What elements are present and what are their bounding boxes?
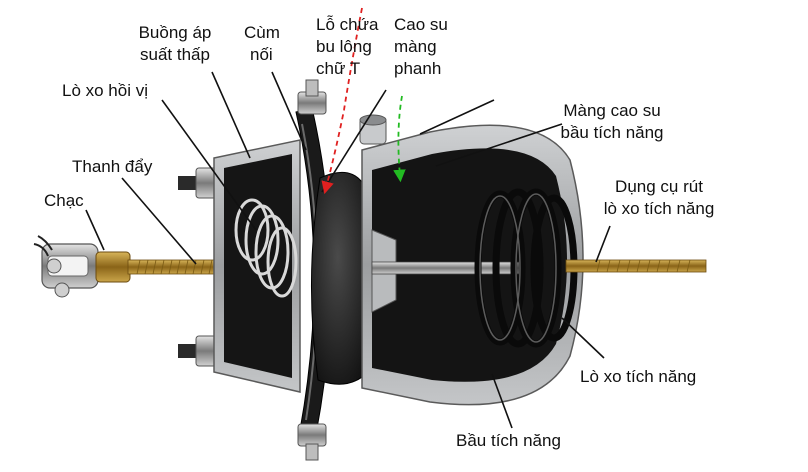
leader-lines xyxy=(85,71,611,429)
label-line: Cùm xyxy=(244,23,280,42)
label-lo-chua-bu-long: Lỗ chứa bu lông chữ T xyxy=(316,14,378,80)
label-line: nối xyxy=(250,45,273,64)
clevis-fork xyxy=(33,235,131,298)
push-rod-thread xyxy=(136,259,213,275)
return-spring xyxy=(234,198,298,298)
service-diaphragm xyxy=(310,171,371,385)
label-bau-tich-nang: Bầu tích năng xyxy=(456,431,561,450)
label-lo-xo-hoi-vi: Lò xo hồi vị xyxy=(62,81,148,100)
label-line: suất thấp xyxy=(140,45,210,64)
label-line: chữ T xyxy=(316,59,361,78)
label-line: Dụng cụ rút xyxy=(615,177,703,196)
power-spring-highlight xyxy=(479,193,557,343)
label-line: bu lông xyxy=(316,37,372,56)
label-cum-noi: Cùm nối xyxy=(244,22,280,66)
label-cao-su-mang-phanh: Cao su màng phanh xyxy=(394,14,448,80)
green-arrow-to-diaphragm xyxy=(393,95,406,183)
label-line: Màng cao su xyxy=(563,101,661,120)
label-line: Lỗ chứa xyxy=(316,15,379,34)
red-arrow-to-bolt-hole xyxy=(321,7,363,195)
label-line: bầu tích năng xyxy=(560,123,664,142)
label-line: Buồng áp xyxy=(138,23,212,42)
release-tool-bolt xyxy=(565,259,707,273)
label-mang-cao-su-bau-tich-nang: Màng cao su bầu tích năng xyxy=(546,100,678,144)
label-thanh-day: Thanh đẩy xyxy=(72,157,153,176)
label-line: màng xyxy=(394,37,437,56)
label-line: Cao su xyxy=(394,15,448,34)
label-buong-ap-suat-thap: Buồng áp suất thấp xyxy=(122,22,228,66)
release-tool-thread xyxy=(596,259,691,273)
label-lo-xo-tich-nang: Lò xo tích năng xyxy=(580,367,697,386)
power-spring xyxy=(474,188,578,348)
label-dung-cu-rut-lo-xo: Dụng cụ rút lò xo tích năng xyxy=(584,176,734,220)
label-chac: Chạc xyxy=(44,191,84,210)
label-line: lò xo tích năng xyxy=(603,199,715,218)
label-line: phanh xyxy=(394,59,442,78)
